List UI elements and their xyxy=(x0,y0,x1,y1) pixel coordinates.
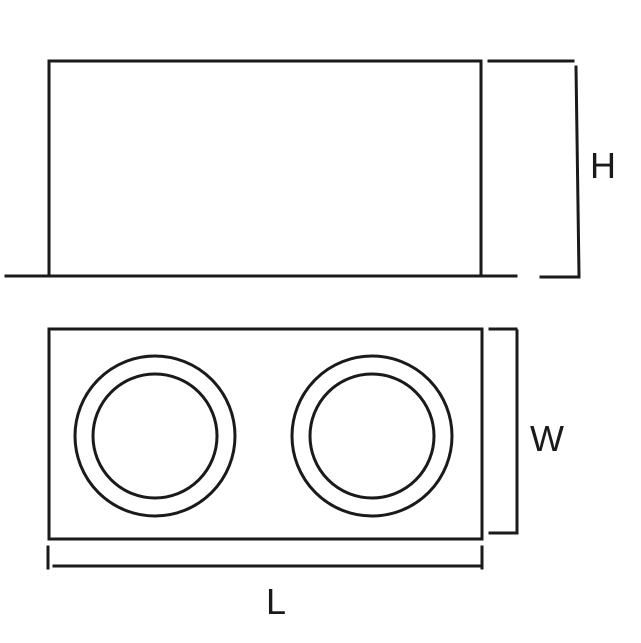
right-lamp-outer-ring xyxy=(290,354,454,518)
height-dimension-line xyxy=(574,65,581,277)
height-label: H xyxy=(590,145,616,186)
right-lamp-inner-ring xyxy=(308,372,436,500)
side-view-body xyxy=(47,59,483,278)
top-view-body xyxy=(47,327,484,541)
left-lamp-inner-ring xyxy=(91,372,219,500)
length-label: L xyxy=(266,581,286,622)
width-dimension: W xyxy=(488,327,564,535)
height-dimension: H xyxy=(487,59,616,279)
top-view xyxy=(47,327,484,541)
width-label: W xyxy=(530,418,564,459)
left-lamp-outer-ring xyxy=(73,354,237,518)
side-view xyxy=(4,59,518,278)
length-dimension: L xyxy=(46,545,484,622)
